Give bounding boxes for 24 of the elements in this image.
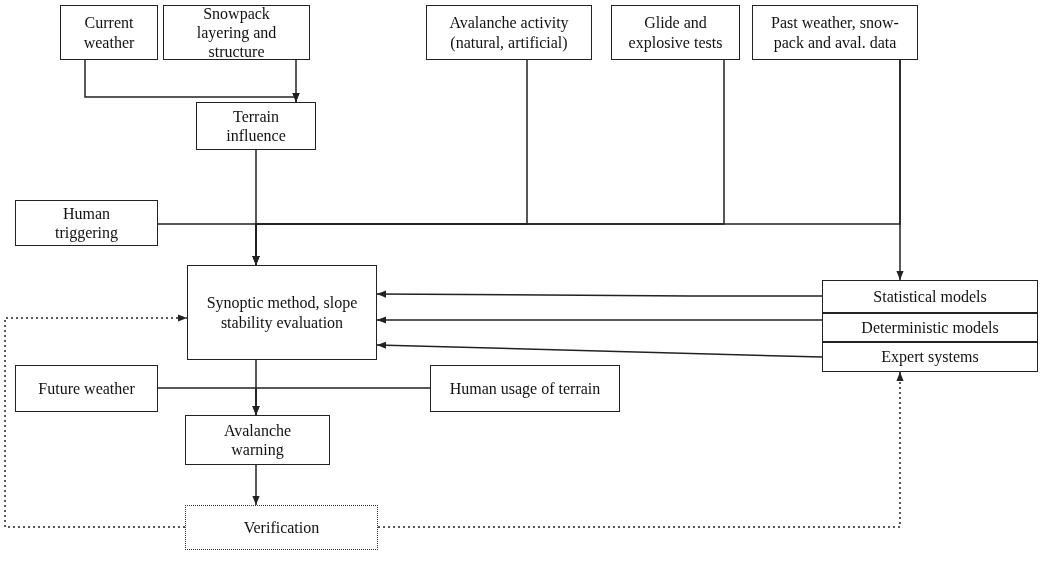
dotted-arrow: [377, 371, 904, 528]
arrow: [292, 59, 300, 103]
process-box: Snowpack layering and structure: [163, 5, 310, 60]
arrow: [376, 290, 823, 298]
arrow: [252, 387, 431, 416]
process-box: Human usage of terrain: [430, 365, 620, 412]
arrow: [376, 316, 823, 324]
process-box: Synoptic method, slope stability evaluation: [187, 265, 377, 360]
process-box: Statistical models: [822, 280, 1038, 313]
arrow: [252, 464, 260, 506]
process-box: Avalanche warning: [185, 415, 330, 465]
process-box: Past weather, snow-pack and aval. data: [752, 5, 918, 60]
process-box: Deterministic models: [822, 313, 1038, 342]
dotted-arrow: [4, 314, 188, 528]
process-box: Expert systems: [822, 342, 1038, 372]
process-box: Human triggering: [15, 200, 158, 246]
process-box: Future weather: [15, 365, 158, 412]
arrow: [896, 59, 904, 281]
process-box: Terrain influence: [196, 102, 316, 150]
arrow: [376, 341, 823, 358]
process-box: Avalanche activity (natural, artificial): [426, 5, 592, 60]
process-box: Current weather: [60, 5, 158, 60]
process-box: Verification: [185, 505, 378, 550]
process-box: Glide and explosive tests: [611, 5, 740, 60]
